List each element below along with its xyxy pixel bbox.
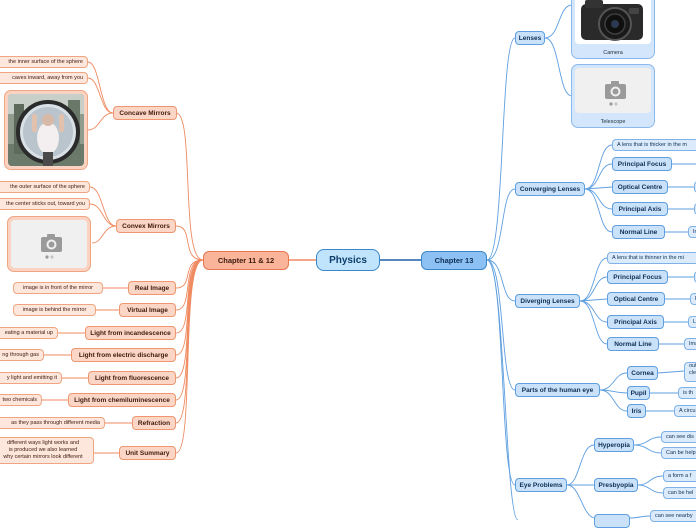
converging-optical-centre[interactable]: Optical Centre: [612, 180, 668, 194]
presbyopia-leaf-2[interactable]: can be hel: [663, 487, 696, 499]
lenses-node[interactable]: Lenses: [515, 31, 545, 45]
cornea-node[interactable]: Cornea: [627, 366, 658, 380]
concave-mirrors-node[interactable]: Concave Mirrors: [113, 106, 177, 120]
presbyopia-leaf-1[interactable]: a form a f: [663, 470, 696, 482]
electric-discharge-leaf[interactable]: ng through gas: [0, 349, 44, 361]
pupil-node[interactable]: Pupil: [627, 386, 650, 400]
unit-summary-node[interactable]: Unit Summary: [119, 446, 176, 460]
telescope-image[interactable]: Telescope: [571, 64, 655, 128]
concave-leaf-1[interactable]: the inner surface of the sphere: [0, 56, 88, 68]
camera-photo: [575, 0, 651, 44]
camera-image[interactable]: Camera: [571, 0, 655, 59]
chemiluminescence-leaf[interactable]: two chemicals: [0, 394, 42, 406]
eye-problems-node[interactable]: Eye Problems: [515, 478, 567, 492]
diverging-optical-centre-leaf[interactable]: P: [690, 293, 696, 305]
diverging-principal-axis-leaf[interactable]: La: [688, 316, 696, 328]
converging-principal-axis[interactable]: Principal Axis: [612, 202, 668, 216]
root-node-physics[interactable]: Physics: [316, 249, 380, 271]
diverging-principal-focus[interactable]: Principal Focus: [607, 270, 668, 284]
hyperopia-leaf-2[interactable]: Can be help: [661, 447, 696, 459]
concave-mirror-image[interactable]: [4, 90, 88, 170]
incandescence-leaf[interactable]: eating a material up: [0, 327, 58, 339]
unit-summary-leaf[interactable]: different ways light works and is produc…: [0, 437, 94, 464]
camera-placeholder-icon: [575, 68, 651, 113]
camera-caption: Camera: [603, 50, 623, 56]
pupil-leaf[interactable]: is th: [678, 387, 696, 399]
diverging-normal-leaf[interactable]: Ima: [684, 338, 696, 350]
hyperopia-leaf-1[interactable]: can see dis: [661, 431, 696, 443]
concave-leaf-2[interactable]: caves inward, away from you: [0, 72, 88, 84]
converging-normal-line[interactable]: Normal Line: [612, 225, 665, 239]
human-eye-node[interactable]: Parts of the human eye: [515, 383, 600, 397]
iris-node[interactable]: Iris: [627, 404, 646, 418]
convex-mirrors-node[interactable]: Convex Mirrors: [116, 219, 176, 233]
converging-leaf-1[interactable]: A lens that is thicker in the m: [612, 139, 696, 151]
myopia-leaf-1[interactable]: can see nearby: [650, 510, 696, 522]
converging-normal-leaf[interactable]: Ir: [688, 226, 696, 238]
real-image-node[interactable]: Real Image: [128, 281, 176, 295]
camera-placeholder-icon: [11, 220, 87, 268]
refraction-leaf[interactable]: as they pass through different media: [0, 417, 105, 429]
unit-summary-line-2: is produced we also learned: [8, 447, 78, 453]
electric-discharge-node[interactable]: Light from electric discharge: [71, 348, 176, 362]
cornea-leaf-line-2: cle: [689, 370, 696, 376]
unit-summary-line-1: different ways light works and: [6, 440, 80, 446]
fluorescence-node[interactable]: Light from fluorescence: [88, 371, 176, 385]
converging-lenses-node[interactable]: Converging Lenses: [515, 182, 585, 196]
concave-mirror-photo: [8, 94, 84, 166]
incandescence-node[interactable]: Light from incandescence: [85, 326, 176, 340]
converging-principal-focus[interactable]: Principal Focus: [612, 157, 672, 171]
convex-leaf-2[interactable]: the center sticks out, toward you: [0, 198, 90, 210]
refraction-node[interactable]: Refraction: [132, 416, 176, 430]
diverging-leaf-1[interactable]: A lens that is thinner in the mi: [607, 252, 696, 264]
convex-leaf-1[interactable]: the outer surface of the sphere: [0, 181, 90, 193]
telescope-caption: Telescope: [600, 119, 626, 125]
diverging-principal-axis[interactable]: Principal Axis: [607, 315, 664, 329]
iris-leaf[interactable]: A circu: [674, 405, 696, 417]
presbyopia-node[interactable]: Presbyopia: [594, 478, 638, 492]
chemiluminescence-node[interactable]: Light from chemiluminescence: [68, 393, 176, 407]
diverging-lenses-node[interactable]: Diverging Lenses: [515, 294, 580, 308]
hyperopia-node[interactable]: Hyperopia: [594, 438, 634, 452]
unit-summary-line-3: why certain mirrors look different: [3, 454, 83, 460]
cornea-leaf-line-1: out: [689, 363, 696, 369]
chapter-11-12-node[interactable]: Chapter 11 & 12: [203, 251, 289, 270]
convex-mirror-image[interactable]: [7, 216, 91, 272]
myopia-node[interactable]: [594, 514, 630, 528]
virtual-image-node[interactable]: Virtual Image: [119, 303, 176, 317]
cornea-leaf[interactable]: out cle: [684, 362, 696, 382]
real-image-leaf[interactable]: image is in front of the mirror: [13, 282, 103, 294]
fluorescence-leaf[interactable]: y light and emitting it: [0, 372, 62, 384]
diverging-optical-centre[interactable]: Optical Centre: [607, 292, 665, 306]
virtual-image-leaf[interactable]: image is behind the mirror: [13, 304, 96, 316]
chapter-13-node[interactable]: Chapter 13: [421, 251, 487, 270]
diverging-normal-line[interactable]: Normal Line: [607, 337, 659, 351]
